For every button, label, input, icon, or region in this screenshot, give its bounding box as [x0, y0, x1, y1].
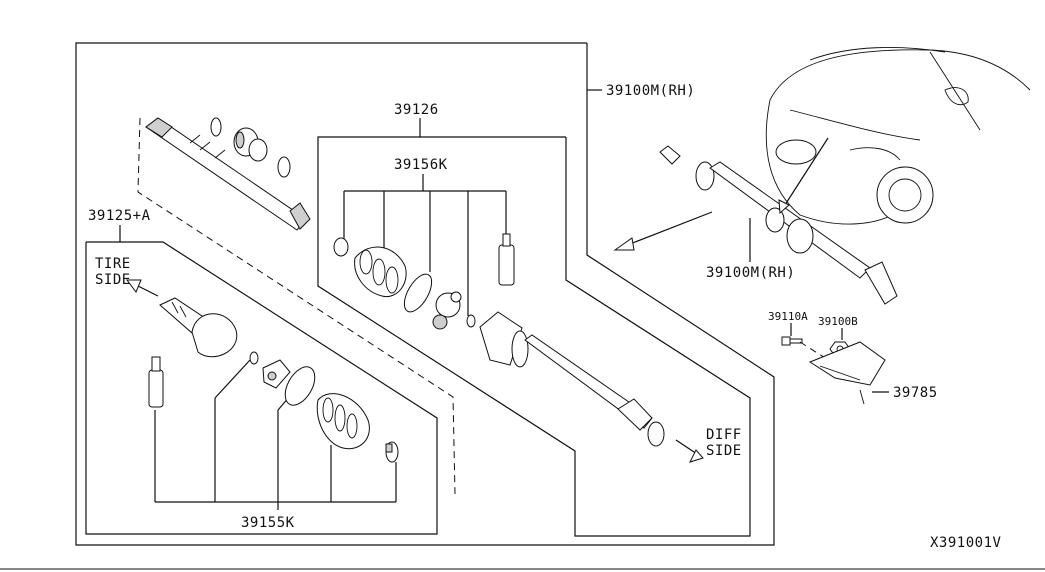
label-39125a: 39125+A	[88, 208, 151, 224]
inner-boot	[354, 246, 407, 298]
diff-side-arrow-icon	[675, 439, 704, 463]
ring-top-1	[210, 117, 222, 137]
leader-39156k	[343, 174, 507, 316]
label-diff-side-2: SIDE	[706, 443, 742, 459]
boot-top	[233, 127, 268, 162]
label-diff-side-1: DIFF	[706, 427, 742, 443]
bolt-39110a	[781, 336, 803, 346]
vehicle-pointer-head	[778, 199, 790, 215]
grease-tube-outer	[148, 356, 164, 408]
assembly-arrow-icon	[613, 211, 713, 251]
label-39155k: 39155K	[241, 515, 295, 531]
outer-boot	[316, 393, 370, 450]
label-39110a: 39110A	[768, 310, 808, 323]
leader-39155k	[154, 359, 397, 510]
outer-kit-frame	[85, 241, 438, 535]
vehicle-outline	[765, 47, 1031, 225]
outer-inner-race	[262, 359, 291, 389]
diagram-code: X391001V	[930, 535, 1002, 551]
half-shaft-top	[145, 117, 311, 231]
outer-snap-ring	[249, 351, 259, 365]
label-39100m-vehicle: 39100M(RH)	[706, 265, 795, 281]
label-tire-side-2: SIDE	[95, 272, 131, 288]
tire-side-arrow-icon	[126, 279, 159, 297]
outer-boot-clamp	[385, 441, 399, 463]
vehicle-axle-shaft	[659, 145, 898, 305]
main-frame	[75, 42, 775, 546]
outer-boot-band	[284, 366, 316, 406]
snap-ring	[466, 314, 476, 328]
inner-ring-small	[333, 237, 349, 257]
inner-joint-housing	[479, 311, 665, 447]
grease-tube-inner	[498, 233, 515, 286]
dashed-guide	[137, 117, 456, 495]
label-tire-side-1: TIRE	[95, 256, 131, 272]
inner-boot-band	[403, 273, 433, 313]
inner-kit-frame	[317, 136, 751, 537]
label-39156k: 39156K	[394, 157, 448, 173]
outer-joint	[159, 297, 238, 358]
bracket-39785	[808, 341, 886, 405]
label-39100b: 39100B	[818, 315, 858, 328]
tripod-joint	[432, 291, 462, 330]
label-39126: 39126	[394, 102, 439, 118]
ring-top-2	[277, 156, 291, 178]
label-39100m-main: 39100M(RH)	[606, 83, 695, 99]
vehicle-pointer-line	[782, 137, 829, 209]
label-39785: 39785	[893, 385, 938, 401]
